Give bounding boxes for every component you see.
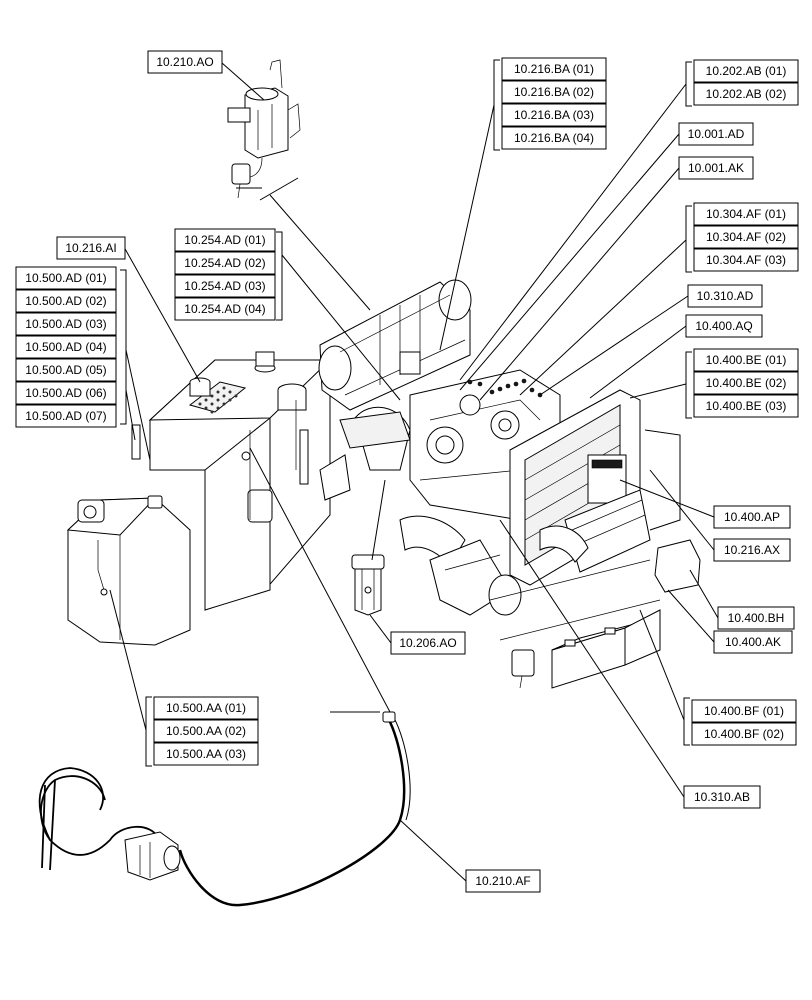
label-text: 10.001.AK	[688, 161, 744, 175]
label-text: 10.254.AD (01)	[184, 233, 265, 247]
label-text: 10.500.AD (05)	[25, 363, 106, 377]
label-10-304-af-02[interactable]: 10.304.AF (02)	[693, 225, 799, 249]
label-text: 10.304.AF (03)	[706, 253, 786, 267]
label-10-500-ad-07[interactable]: 10.500.AD (07)	[15, 404, 117, 428]
label-text: 10.001.AD	[688, 127, 745, 141]
label-10-304-af-03[interactable]: 10.304.AF (03)	[693, 248, 799, 272]
label-text: 10.500.AA (02)	[166, 724, 246, 738]
label-10-400-be-03[interactable]: 10.400.BE (03)	[693, 394, 799, 418]
label-10-216-ba-04[interactable]: 10.216.BA (04)	[501, 126, 607, 150]
fuel-tank-illustration	[148, 351, 332, 611]
label-10-500-aa-01[interactable]: 10.500.AA (01)	[153, 696, 259, 720]
label-text: 10.202.AB (02)	[706, 87, 787, 101]
label-text: 10.500.AD (01)	[25, 271, 106, 285]
label-text: 10.500.AA (03)	[166, 747, 246, 761]
label-10-500-ad-03[interactable]: 10.500.AD (03)	[15, 312, 117, 336]
label-text: 10.500.AD (02)	[25, 294, 106, 308]
label-10-500-ad-01[interactable]: 10.500.AD (01)	[15, 266, 117, 290]
label-text: 10.500.AA (01)	[166, 701, 246, 715]
label-10-500-ad-05[interactable]: 10.500.AD (05)	[15, 358, 117, 382]
label-text: 10.216.BA (04)	[514, 131, 594, 145]
label-10-202-ab-02[interactable]: 10.202.AB (02)	[693, 82, 799, 106]
label-10-310-ab[interactable]: 10.310.AB	[683, 785, 761, 809]
label-text: 10.500.AD (07)	[25, 409, 106, 423]
label-text: 10.400.BE (02)	[706, 376, 787, 390]
label-text: 10.400.BE (01)	[706, 353, 787, 367]
label-text: 10.202.AB (01)	[706, 64, 787, 78]
label-text: 10.304.AF (01)	[706, 207, 786, 221]
label-10-001-ad[interactable]: 10.001.AD	[678, 122, 754, 146]
label-10-206-ao[interactable]: 10.206.AO	[390, 631, 466, 655]
label-text: 10.206.AO	[399, 636, 456, 650]
label-text: 10.400.AQ	[695, 319, 752, 333]
label-10-216-ai[interactable]: 10.216.AI	[56, 236, 126, 260]
label-10-500-aa-03[interactable]: 10.500.AA (03)	[153, 742, 259, 766]
label-10-400-aq[interactable]: 10.400.AQ	[685, 314, 763, 338]
label-text: 10.216.AI	[65, 241, 116, 255]
label-text: 10.400.BH	[728, 611, 785, 625]
label-text: 10.216.AX	[724, 543, 780, 557]
label-10-400-be-02[interactable]: 10.400.BE (02)	[693, 371, 799, 395]
label-text: 10.254.AD (03)	[184, 279, 265, 293]
label-text: 10.400.AK	[725, 635, 781, 649]
label-text: 10.500.AD (04)	[25, 340, 106, 354]
label-text: 10.310.AB	[694, 790, 750, 804]
label-text: 10.400.BE (03)	[706, 399, 787, 413]
fuel-filter-illustration	[351, 554, 385, 616]
label-text: 10.310.AD	[697, 289, 754, 303]
label-10-500-aa-02[interactable]: 10.500.AA (02)	[153, 719, 259, 743]
label-text: 10.500.AD (06)	[25, 386, 106, 400]
label-text: 10.400.BF (02)	[704, 727, 784, 741]
label-10-400-ap[interactable]: 10.400.AP	[713, 505, 791, 529]
label-text: 10.216.BA (01)	[514, 62, 594, 76]
label-10-216-ba-01[interactable]: 10.216.BA (01)	[501, 57, 607, 81]
label-10-500-ad-02[interactable]: 10.500.AD (02)	[15, 289, 117, 313]
label-text: 10.210.AO	[156, 55, 213, 69]
label-10-500-ad-04[interactable]: 10.500.AD (04)	[15, 335, 117, 359]
label-10-500-ad-06[interactable]: 10.500.AD (06)	[15, 381, 117, 405]
label-10-216-ba-02[interactable]: 10.216.BA (02)	[501, 80, 607, 104]
label-10-304-af-01[interactable]: 10.304.AF (01)	[693, 202, 799, 226]
label-10-400-be-01[interactable]: 10.400.BE (01)	[693, 348, 799, 372]
label-10-001-ak[interactable]: 10.001.AK	[678, 156, 754, 180]
label-10-210-af[interactable]: 10.210.AF	[465, 869, 541, 893]
label-text: 10.216.BA (03)	[514, 108, 594, 122]
fuel-pump-illustration	[227, 59, 301, 199]
label-10-254-ad-01[interactable]: 10.254.AD (01)	[174, 228, 276, 252]
label-text: 10.254.AD (04)	[184, 302, 265, 316]
label-10-254-ad-04[interactable]: 10.254.AD (04)	[174, 297, 276, 321]
label-10-310-ad[interactable]: 10.310.AD	[687, 284, 763, 308]
label-10-216-ba-03[interactable]: 10.216.BA (03)	[501, 103, 607, 127]
label-10-254-ad-02[interactable]: 10.254.AD (02)	[174, 251, 276, 275]
label-text: 10.210.AF	[475, 874, 530, 888]
fuel-heater-illustration	[38, 711, 411, 907]
label-10-254-ad-03[interactable]: 10.254.AD (03)	[174, 274, 276, 298]
label-text: 10.304.AF (02)	[706, 230, 786, 244]
engine-assembly-illustration	[318, 279, 701, 689]
label-text: 10.254.AD (02)	[184, 256, 265, 270]
label-10-202-ab-01[interactable]: 10.202.AB (01)	[693, 59, 799, 83]
label-text: 10.216.BA (02)	[514, 85, 594, 99]
label-text: 10.500.AD (03)	[25, 317, 106, 331]
label-10-216-ax[interactable]: 10.216.AX	[713, 538, 791, 562]
label-10-400-bf-01[interactable]: 10.400.BF (01)	[691, 699, 797, 723]
label-text: 10.400.AP	[724, 510, 780, 524]
washer-reservoir-illustration	[66, 424, 191, 646]
label-10-400-bh[interactable]: 10.400.BH	[717, 606, 795, 630]
label-10-400-ak[interactable]: 10.400.AK	[713, 630, 793, 654]
label-10-210-ao[interactable]: 10.210.AO	[147, 50, 223, 74]
label-10-400-bf-02[interactable]: 10.400.BF (02)	[691, 722, 797, 746]
label-text: 10.400.BF (01)	[704, 704, 784, 718]
